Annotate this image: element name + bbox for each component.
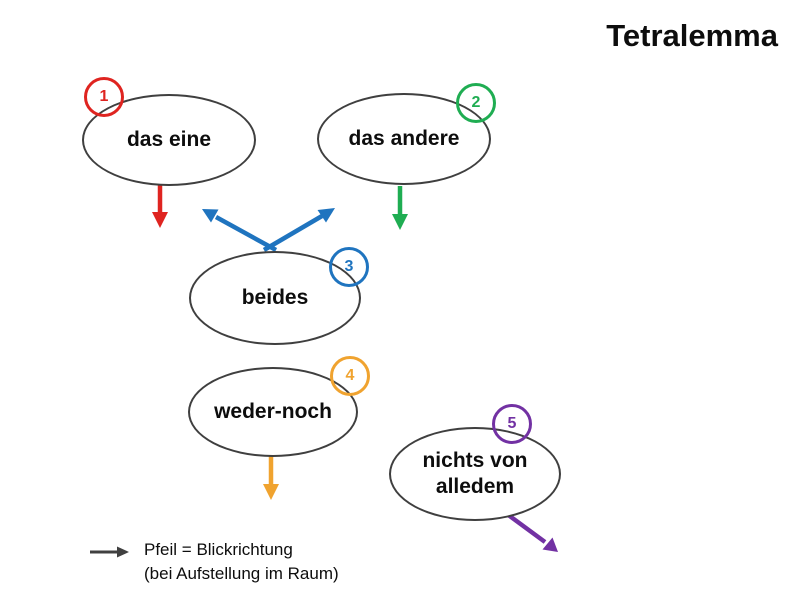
legend-line-2: (bei Aufstellung im Raum) <box>144 564 339 583</box>
arrow-das-andere <box>392 186 408 230</box>
badge-3-number: 3 <box>344 258 354 275</box>
badge-4-number: 4 <box>345 367 355 384</box>
arrow-das-eine <box>152 184 168 228</box>
badge-5: 5 <box>492 404 532 444</box>
badge-2-number: 2 <box>471 94 481 111</box>
page-title: Tetralemma <box>606 18 778 53</box>
badge-1: 1 <box>84 77 124 117</box>
node-das-eine-label: das eine <box>126 128 212 151</box>
arrow-beides-left <box>202 209 278 252</box>
legend-text: Pfeil = Blickrichtung (bei Aufstellung i… <box>144 538 339 586</box>
badge-5-number: 5 <box>507 415 517 432</box>
node-das-andere-label: das andere <box>348 127 460 150</box>
arrow-weder-noch <box>263 456 279 500</box>
legend: Pfeil = Blickrichtung (bei Aufstellung i… <box>88 538 339 586</box>
node-nichts-von-alledem-label: nichts von alledem <box>422 449 528 498</box>
node-nichts-von-alledem: nichts von alledem <box>389 427 561 521</box>
legend-arrow-icon <box>90 546 129 558</box>
node-beides-label: beides <box>241 286 309 309</box>
badge-4: 4 <box>330 356 370 396</box>
badge-1-number: 1 <box>99 88 109 105</box>
arrow-beides-right <box>262 208 335 252</box>
arrow-nichts-von-alledem <box>505 512 558 552</box>
node-weder-noch-label: weder-noch <box>214 400 332 423</box>
badge-2: 2 <box>456 83 496 123</box>
badge-3: 3 <box>329 247 369 287</box>
legend-line-1: Pfeil = Blickrichtung <box>144 540 293 559</box>
node-weder-noch: weder-noch <box>188 367 358 457</box>
